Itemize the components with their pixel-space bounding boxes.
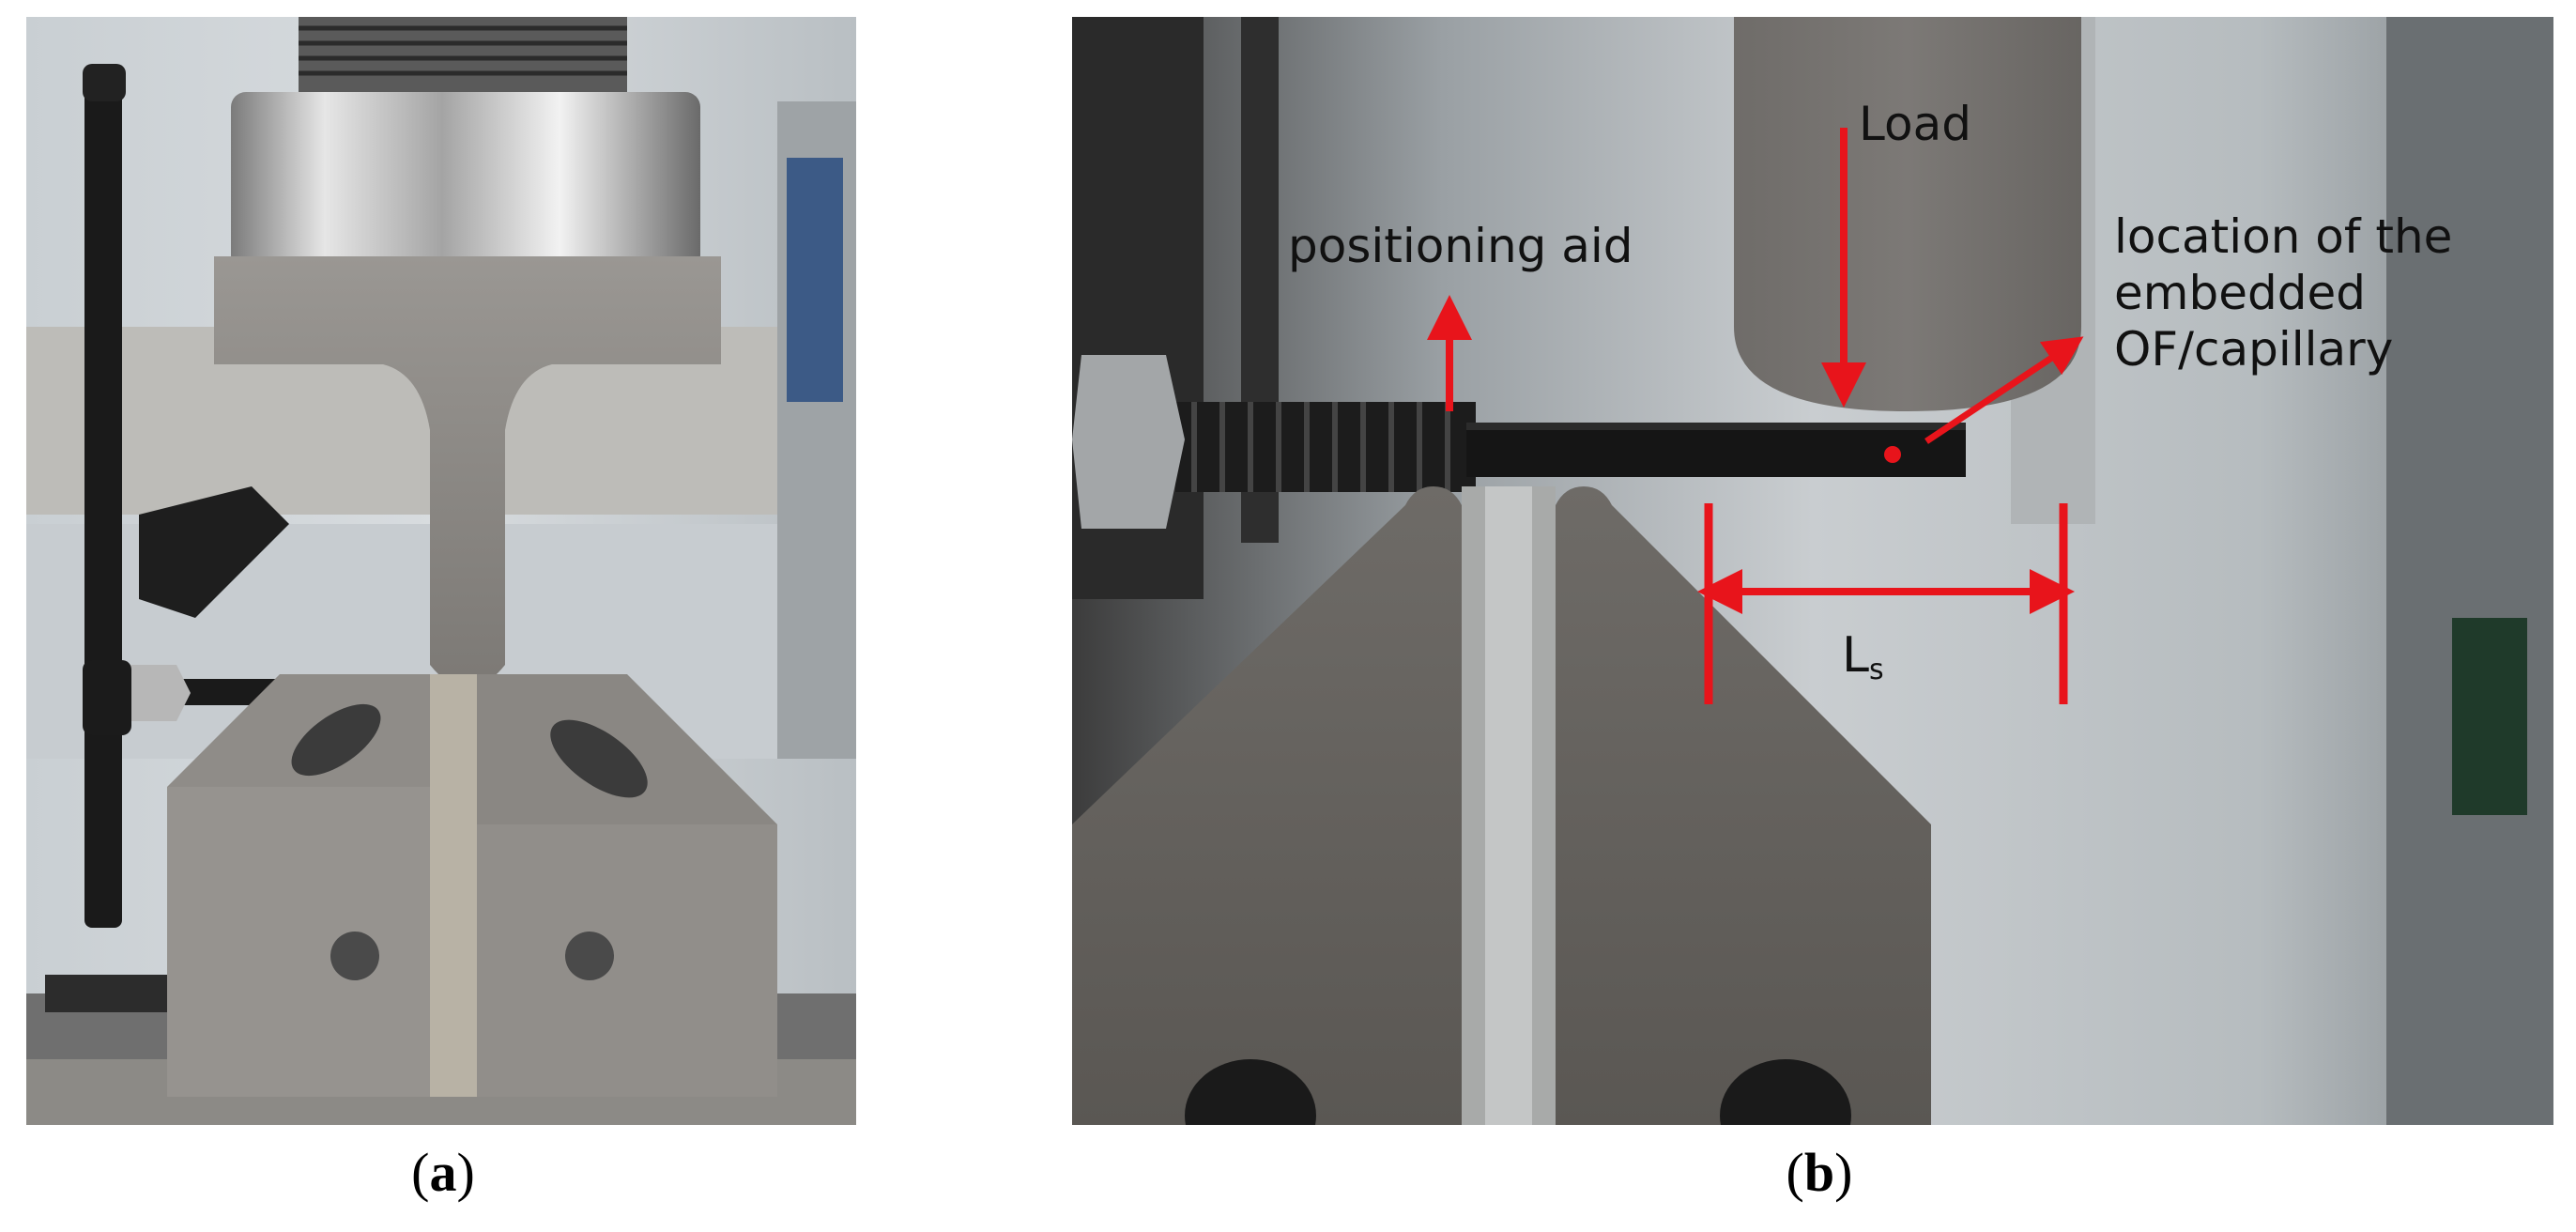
of-location-dot [1884, 446, 1901, 463]
support-span-main: L [1842, 627, 1869, 684]
of-location-label-line1: location of the [2114, 209, 2453, 264]
support-span-sub: s [1868, 654, 1884, 686]
support-span-label: Ls [1842, 627, 1884, 686]
photo-panel-b [1072, 17, 2553, 1125]
caption-a: (a) [411, 1142, 475, 1203]
positioning-aid-label: positioning aid [1288, 219, 1633, 273]
photo-b-illustration [1072, 17, 2553, 1125]
of-location-label-line3: OF/capillary [2114, 322, 2394, 377]
of-location-label: location of the embedded OF/capillary [2114, 208, 2508, 377]
of-location-arrow [1924, 336, 2084, 444]
annotation-overlay [1427, 128, 2084, 704]
photo-a-illustration [26, 17, 856, 1125]
photo-panel-a [26, 17, 856, 1125]
load-label: Load [1859, 97, 1971, 151]
of-location-label-line2: embedded [2114, 266, 2366, 320]
caption-b: (b) [1786, 1142, 1853, 1203]
